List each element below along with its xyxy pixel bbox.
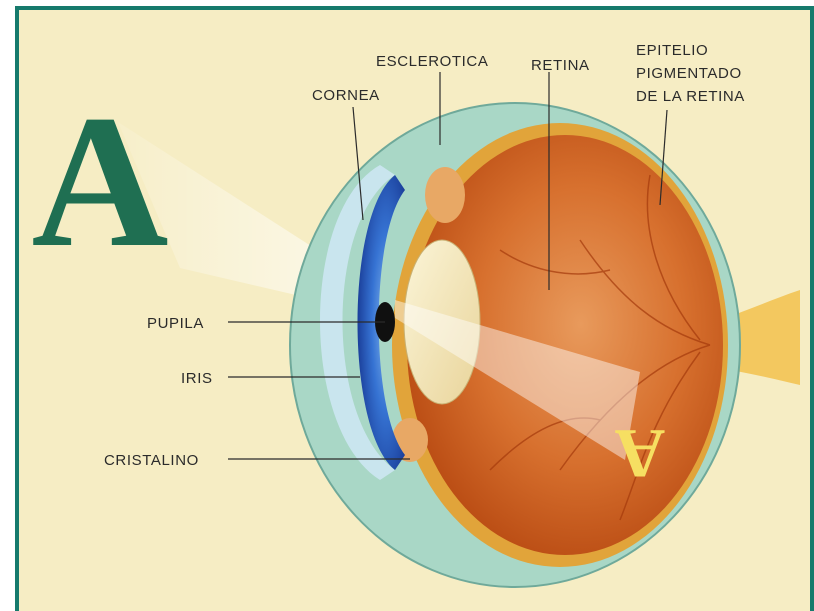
- letter-a-image: A: [31, 77, 168, 287]
- label-pupila: PUPILA: [147, 315, 204, 332]
- label-cristalino: CRISTALINO: [104, 452, 199, 469]
- ciliary-body-top: [425, 167, 465, 223]
- label-epitelio-line1: EPITELIO: [636, 42, 708, 59]
- label-esclerotica: ESCLEROTICA: [376, 53, 488, 70]
- label-retina: RETINA: [531, 57, 590, 74]
- label-iris: IRIS: [181, 370, 213, 387]
- label-epitelio-line3: DE LA RETINA: [636, 88, 745, 105]
- label-epitelio-line2: PIGMENTADO: [636, 65, 742, 82]
- label-cornea: CORNEA: [312, 87, 380, 104]
- inverted-letter-image: A: [614, 414, 665, 491]
